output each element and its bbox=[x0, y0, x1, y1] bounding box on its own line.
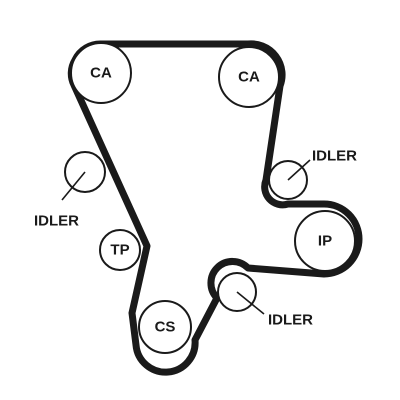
idler-callout-top-right: IDLER bbox=[312, 148, 357, 165]
pulley-label: IP bbox=[318, 233, 332, 250]
timing-belt bbox=[67, 40, 363, 376]
pulley-label: TP bbox=[110, 242, 129, 259]
pulley-label: CA bbox=[238, 69, 260, 86]
camshaft-pulley-right: CA bbox=[218, 46, 280, 108]
pulley-label: CS bbox=[155, 319, 176, 336]
crankshaft-pulley: CS bbox=[138, 300, 192, 354]
idler-callout-bottom: IDLER bbox=[268, 312, 313, 329]
leader-line-idler-top-right bbox=[287, 159, 311, 181]
injection-pump-pulley: IP bbox=[294, 210, 356, 272]
leader-line-idler-bottom bbox=[236, 291, 265, 315]
tensioner-pulley: TP bbox=[99, 229, 141, 271]
leader-line-idler-left bbox=[61, 171, 86, 201]
idler-callout-left: IDLER bbox=[34, 213, 79, 230]
pulley-label: CA bbox=[90, 65, 112, 82]
camshaft-pulley-left: CA bbox=[70, 42, 132, 104]
